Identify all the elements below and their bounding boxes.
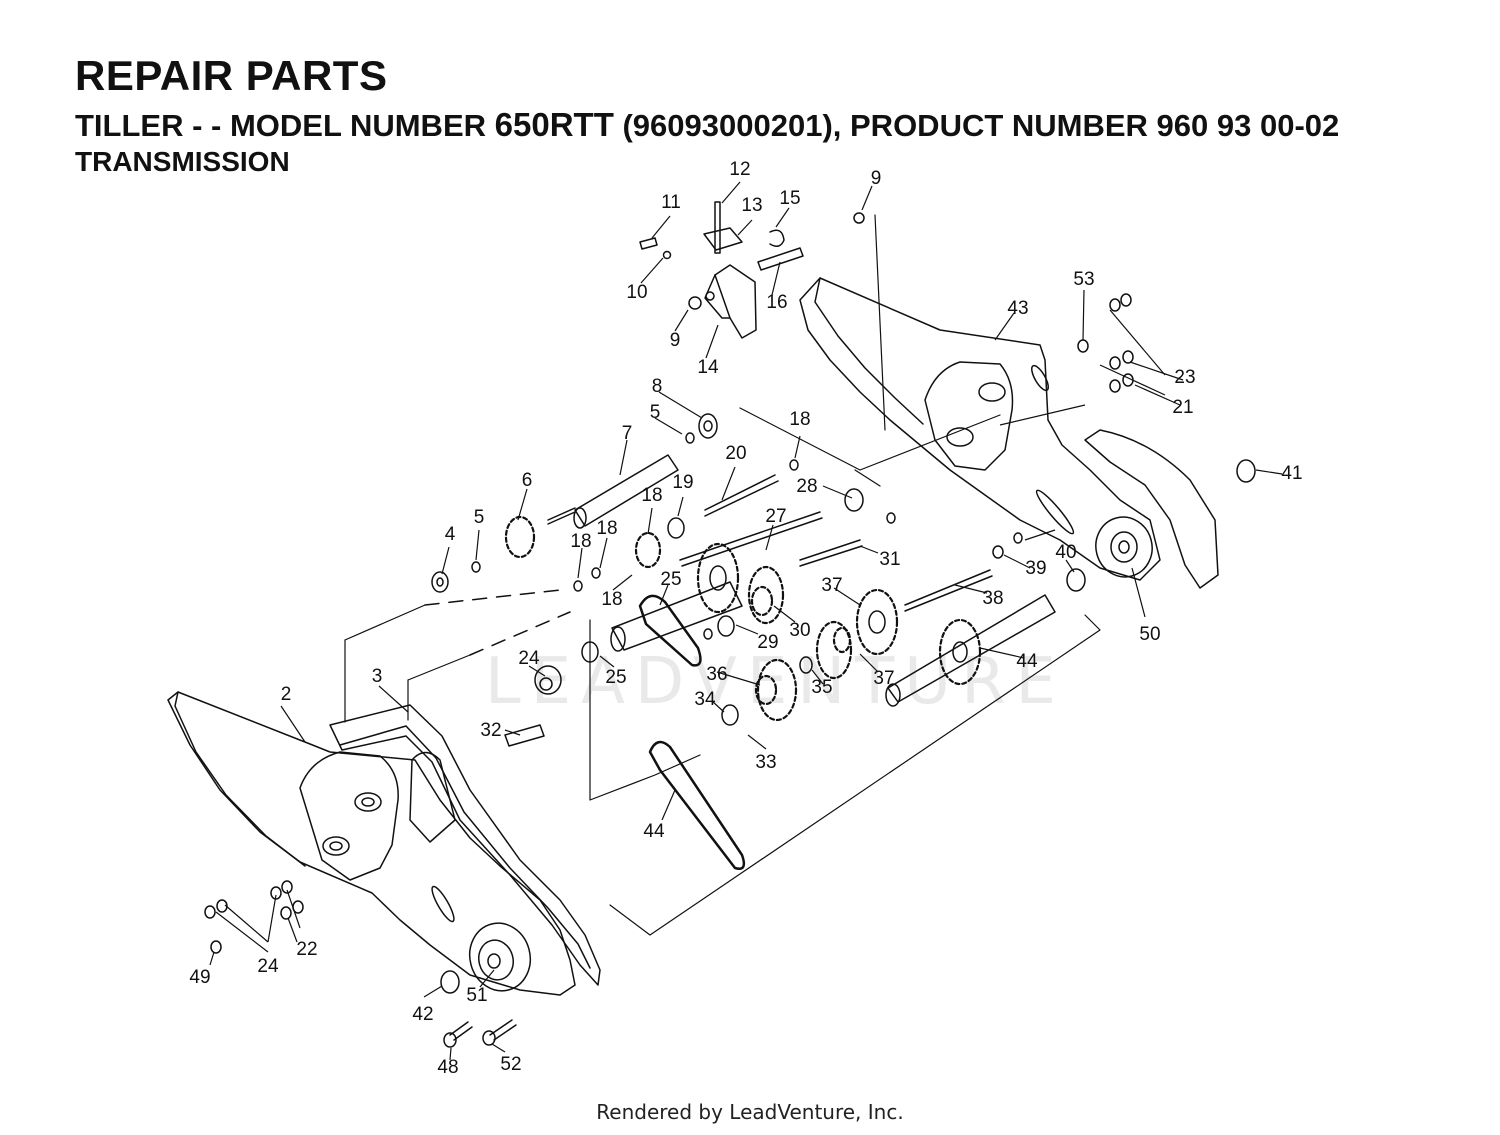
bolts — [443, 1019, 517, 1048]
part-label-49: 49 — [189, 967, 210, 988]
part-label-48: 48 — [437, 1057, 458, 1078]
part-label-52: 52 — [500, 1054, 521, 1075]
part-label-7: 7 — [622, 423, 633, 444]
part-label-41: 41 — [1281, 463, 1302, 484]
part-label-38: 38 — [982, 588, 1003, 609]
part-label-13: 13 — [741, 195, 762, 216]
section-title: TRANSMISSION — [75, 146, 290, 177]
part-label-14: 14 — [697, 357, 719, 378]
model-suffix: (96093000201), PRODUCT NUMBER 960 93 00-… — [622, 108, 1340, 143]
watermark: LEADVENTURE — [485, 645, 1066, 719]
washers-bearings — [204, 293, 1256, 994]
part-label-34: 34 — [694, 689, 716, 710]
part-labels: 2345567899101112131415161818181818192021… — [189, 159, 1302, 1078]
part-label-32: 32 — [480, 720, 501, 741]
part-label-35: 35 — [811, 677, 832, 698]
model-prefix: TILLER - - MODEL NUMBER — [75, 108, 487, 143]
part-label-4: 4 — [445, 524, 456, 545]
part-label-53: 53 — [1073, 269, 1094, 290]
part-label-18: 18 — [641, 485, 662, 506]
part-label-22: 22 — [296, 939, 317, 960]
part-label-37: 37 — [821, 575, 842, 596]
part-label-29: 29 — [757, 632, 778, 653]
part-label-24: 24 — [518, 648, 540, 669]
part-label-19: 19 — [672, 472, 693, 493]
part-label-18: 18 — [601, 589, 622, 610]
right-frame — [799, 277, 1219, 589]
page-title: REPAIR PARTS — [75, 52, 388, 99]
left-frame — [167, 691, 576, 996]
part-label-8: 8 — [652, 376, 663, 397]
part-label-25: 25 — [605, 667, 626, 688]
part-label-18: 18 — [596, 518, 617, 539]
part-label-28: 28 — [796, 476, 817, 497]
part-label-9: 9 — [871, 168, 882, 189]
part-label-23: 23 — [1174, 367, 1195, 388]
part-label-40: 40 — [1055, 542, 1076, 563]
part-label-10: 10 — [626, 282, 647, 303]
shift-bracket — [639, 201, 865, 339]
part-label-16: 16 — [766, 292, 787, 313]
model-number: 650RTT — [494, 106, 614, 143]
part-label-51: 51 — [466, 985, 487, 1006]
part-label-44: 44 — [643, 821, 665, 842]
model-line: TILLER - - MODEL NUMBER 650RTT (96093000… — [75, 106, 1339, 144]
right-pulley — [1095, 516, 1153, 578]
part-label-50: 50 — [1139, 624, 1160, 645]
part-label-42: 42 — [412, 1004, 433, 1025]
leader-lines — [209, 181, 1283, 1061]
part-label-5: 5 — [474, 507, 485, 528]
part-label-27: 27 — [765, 506, 786, 527]
part-label-2: 2 — [281, 684, 292, 705]
part-label-21: 21 — [1172, 397, 1193, 418]
part-label-12: 12 — [729, 159, 750, 180]
part-label-20: 20 — [725, 443, 746, 464]
part-label-24: 24 — [257, 956, 279, 977]
assembly-outline — [344, 214, 1101, 936]
part-label-18: 18 — [789, 409, 810, 430]
part-label-37: 37 — [873, 668, 894, 689]
gear-hubs — [709, 565, 968, 663]
part-label-3: 3 — [372, 666, 383, 687]
footer-credit: Rendered by LeadVenture, Inc. — [596, 1100, 904, 1124]
part-label-31: 31 — [879, 549, 900, 570]
part-label-30: 30 — [789, 620, 810, 641]
chains — [638, 594, 746, 870]
part-label-15: 15 — [779, 188, 800, 209]
part-label-5: 5 — [650, 402, 661, 423]
part-label-9: 9 — [670, 330, 681, 351]
part-label-43: 43 — [1007, 298, 1028, 319]
part-label-39: 39 — [1025, 558, 1046, 579]
part-label-11: 11 — [661, 192, 681, 213]
gear-set — [504, 515, 982, 722]
shaft-assembly — [504, 454, 1056, 747]
part-label-18: 18 — [570, 531, 591, 552]
part-label-33: 33 — [755, 752, 776, 773]
part-label-25: 25 — [660, 569, 681, 590]
part-label-6: 6 — [522, 470, 533, 491]
part-label-36: 36 — [706, 664, 727, 685]
left-pulley — [468, 922, 532, 992]
belt-guard — [329, 704, 601, 986]
part-label-44: 44 — [1016, 651, 1038, 672]
